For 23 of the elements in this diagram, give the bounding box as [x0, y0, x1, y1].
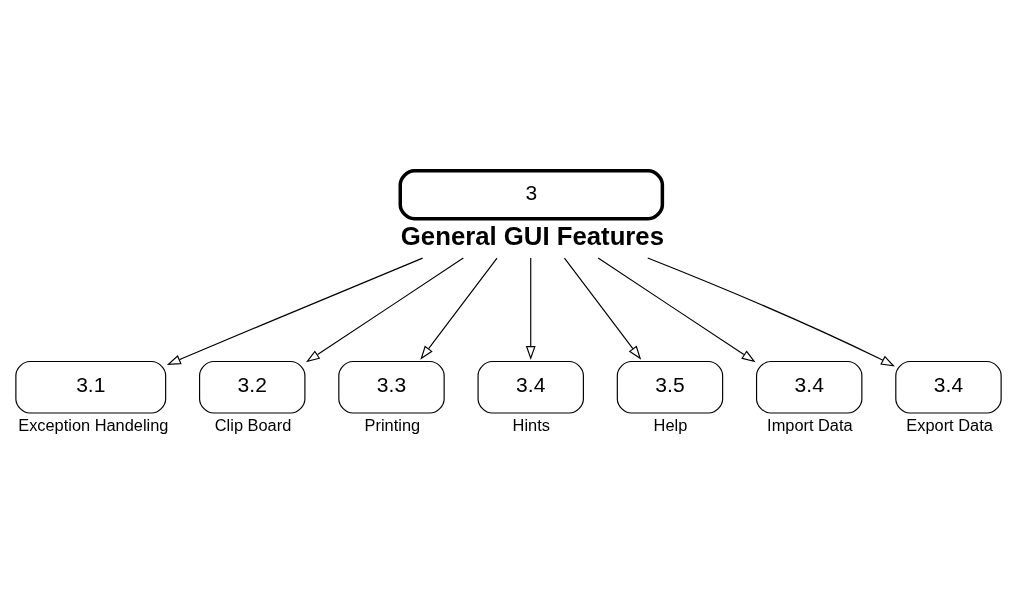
- node-label: Clip Board: [214, 415, 292, 434]
- node-box: 3.3: [338, 360, 445, 414]
- node-box: 3.4: [477, 360, 584, 414]
- arrow: [647, 256, 895, 367]
- node-box: 3: [398, 168, 665, 220]
- arrow: [166, 257, 424, 365]
- node-label: Export Data: [906, 415, 993, 434]
- arrow: [563, 257, 642, 360]
- node-box: 3.1: [15, 360, 167, 414]
- arrow: [597, 257, 756, 362]
- node-label: Hints: [512, 415, 550, 434]
- node-label: Help: [653, 415, 688, 434]
- node-label: Import Data: [767, 415, 853, 434]
- node-label: Exception Handeling: [18, 415, 169, 434]
- node-box: 3.4: [756, 360, 863, 414]
- arrow: [525, 257, 536, 360]
- arrow: [305, 257, 464, 362]
- node-box: 3.4: [895, 360, 1002, 414]
- node-box: 3.2: [199, 360, 306, 414]
- arrow: [420, 257, 498, 360]
- node-box: 3.5: [616, 360, 724, 414]
- node-label: Printing: [364, 415, 421, 434]
- node-label: General GUI Features: [400, 221, 665, 250]
